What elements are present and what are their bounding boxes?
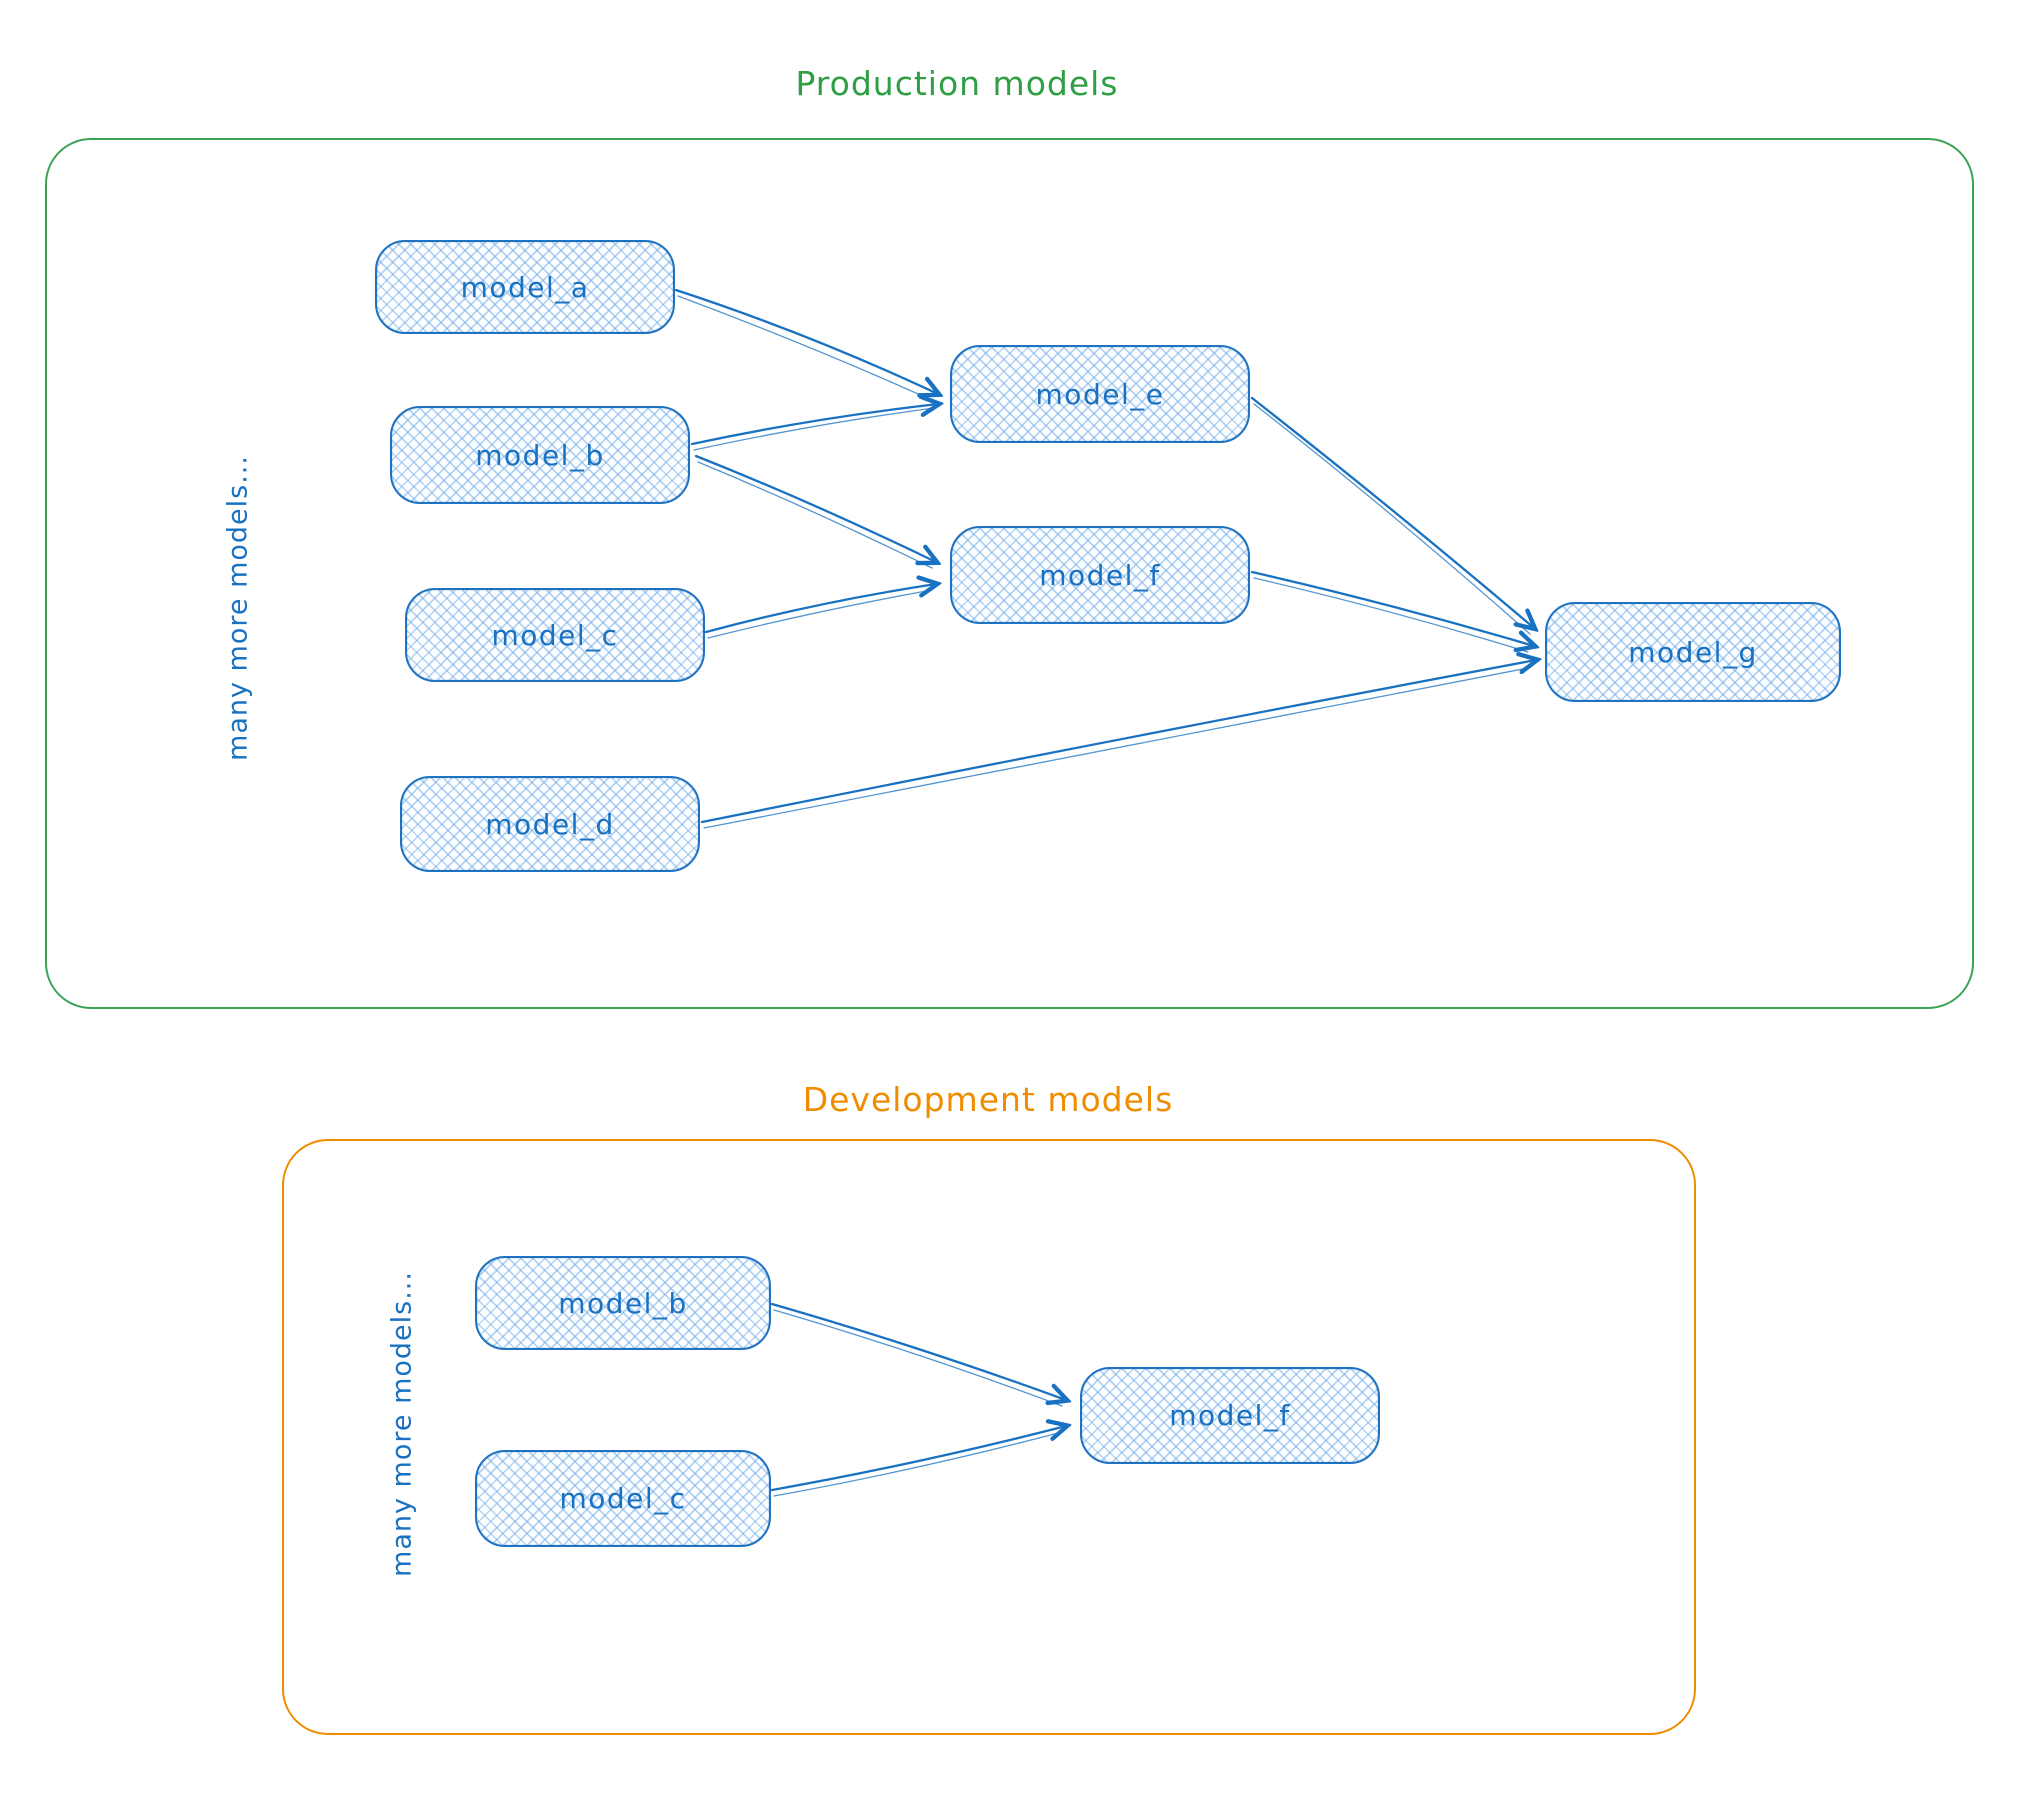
node-label: model_d (485, 807, 615, 841)
node-development-model-f[interactable]: model_f (1080, 1367, 1380, 1464)
node-production-model-e[interactable]: model_e (950, 345, 1250, 443)
node-label: model_a (460, 270, 590, 304)
node-label: model_b (475, 438, 605, 472)
node-label: model_f (1039, 558, 1161, 592)
node-production-model-c[interactable]: model_c (405, 588, 705, 682)
node-production-model-g[interactable]: model_g (1545, 602, 1841, 702)
node-label: model_e (1035, 377, 1165, 411)
production-container-frame (45, 138, 1974, 1009)
production-side-label: many more models... (222, 455, 254, 761)
production-section-title: Production models (795, 64, 1119, 103)
node-production-model-d[interactable]: model_d (400, 776, 700, 872)
node-development-model-c[interactable]: model_c (475, 1450, 771, 1547)
node-label: model_c (559, 1482, 687, 1515)
node-label: model_c (491, 618, 619, 652)
node-production-model-f[interactable]: model_f (950, 526, 1250, 624)
development-side-label: many more models... (386, 1271, 418, 1577)
node-production-model-b[interactable]: model_b (390, 406, 690, 504)
development-section-title: Development models (802, 1080, 1174, 1119)
node-label: model_b (558, 1286, 688, 1320)
node-label: model_g (1628, 635, 1758, 669)
development-container-frame (282, 1139, 1696, 1735)
node-production-model-a[interactable]: model_a (375, 240, 675, 334)
node-label: model_f (1169, 1399, 1291, 1432)
node-development-model-b[interactable]: model_b (475, 1256, 771, 1350)
